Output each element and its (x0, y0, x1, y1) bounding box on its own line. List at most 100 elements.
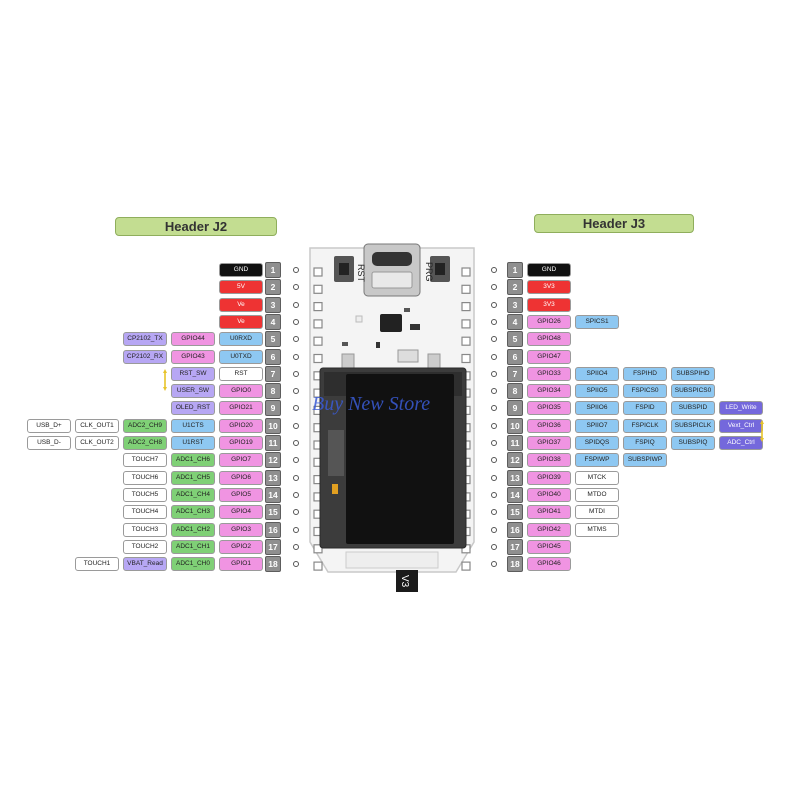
pcb-pin-hole (313, 301, 323, 312)
j3-pin-16-label: MTMS (575, 522, 619, 537)
j3-pin-dot (491, 353, 497, 360)
j3-pin-number: 1 (507, 262, 523, 278)
j2-pin-number: 12 (265, 452, 281, 469)
j2-pin-13-label: GPIO6 (219, 470, 263, 485)
j3-pin-11-label: ADC_Ctrl (719, 436, 763, 450)
j3-pin-16-label: GPIO42 (527, 522, 571, 537)
j2-pin-number: 5 (265, 331, 281, 348)
j2-pin-13-label: ADC1_CH5 (171, 470, 215, 485)
j2-pin-10-label: CLK_OUT1 (75, 418, 119, 433)
j2-pin-4-label: Ve (219, 314, 263, 329)
j3-pin-dot (491, 318, 497, 325)
j3-pin-dot (491, 284, 497, 291)
pcb-pin-hole (313, 336, 323, 346)
j3-pin-7-label: SPIIO4 (575, 366, 619, 381)
j3-pin-dot (491, 509, 497, 516)
j3-pin-8-label: GPIO34 (527, 384, 571, 399)
j3-pin-dot (491, 405, 497, 412)
heltec-board: RST PRG V3 (306, 242, 478, 592)
j2-pin-14-label: ADC1_CH4 (171, 487, 215, 502)
j2-pin-11-label: GPIO19 (219, 436, 263, 450)
j2-pin-dot (293, 440, 299, 446)
j3-pin-3-label: 3V3 (527, 297, 571, 312)
j2-pin-6-label: CP2102_RX (123, 349, 167, 364)
j2-pin-15-label: TOUCH4 (123, 505, 167, 520)
j3-pin-dot (491, 267, 497, 273)
pcb-pin-hole (313, 561, 323, 571)
j3-pin-1-label: GND (527, 263, 571, 277)
header-j3-title: Header J3 (534, 214, 694, 233)
j3-pin-9-label: FSPID (623, 401, 667, 416)
pcb-pin-hole (461, 284, 471, 294)
version-tag (396, 570, 418, 592)
j3-pin-dot (491, 457, 497, 464)
rst-label: RST (356, 264, 366, 283)
j3-pin-dot (491, 526, 497, 533)
j2-pin-6-label: U0TXD (219, 349, 263, 364)
j2-pin-dot (293, 474, 299, 481)
j3-pin-9-label: GPIO35 (527, 401, 571, 416)
j3-pin-number: 14 (507, 486, 523, 503)
j3-pin-13-label: MTCK (575, 470, 619, 485)
header-j2-title: Header J2 (115, 217, 277, 236)
j2-pin-number: 18 (265, 556, 281, 573)
prg-label: PRG (424, 262, 434, 282)
vext-ctrl-arrow-icon (760, 420, 764, 442)
pcb-pin-hole (313, 544, 323, 554)
j2-pin-13-label: TOUCH6 (123, 470, 167, 485)
j2-pin-dot (293, 301, 299, 308)
j2-pin-16-label: GPIO3 (219, 522, 263, 537)
j3-pin-11-label: FSPIQ (623, 436, 667, 450)
j3-pin-number: 2 (507, 279, 523, 296)
j3-pin-8-label: SUBSPICS0 (671, 384, 715, 399)
j2-pin-number: 8 (265, 383, 281, 400)
j3-pin-dot (491, 301, 497, 308)
usb-c-shell (371, 271, 413, 289)
j2-pin-5-label: GPIO44 (171, 332, 215, 347)
j3-pin-15-label: GPIO41 (527, 505, 571, 520)
j3-pin-4-label: SPICS1 (575, 314, 619, 329)
j3-pin-10-label: GPIO36 (527, 418, 571, 433)
j2-pin-16-label: ADC1_CH2 (171, 522, 215, 537)
j3-pin-11-label: GPIO37 (527, 436, 571, 450)
j3-pin-number: 7 (507, 365, 523, 382)
j3-pin-6-label: GPIO47 (527, 349, 571, 364)
j2-pin-10-label: U1CTS (171, 418, 215, 433)
pcb-pin-hole (461, 301, 471, 312)
j3-pin-10-label: FSPICLK (623, 418, 667, 433)
usb-c-port (372, 252, 412, 266)
j2-pin-dot (293, 509, 299, 516)
j2-pin-number: 2 (265, 279, 281, 296)
j2-pin-1-label: GND (219, 263, 263, 277)
j3-pin-dot (491, 336, 497, 343)
j2-pin-10-label: USB_D+ (27, 418, 71, 433)
j3-pin-7-label: GPIO33 (527, 366, 571, 381)
j3-pin-8-label: SPIIO5 (575, 384, 619, 399)
j2-pin-5-label: CP2102_TX (123, 332, 167, 347)
j2-pin-dot (293, 457, 299, 464)
j2-pin-dot (293, 561, 299, 568)
j3-pin-number: 9 (507, 400, 523, 417)
j2-pin-8-label: USER_SW (171, 384, 215, 399)
j3-pin-10-label: SUBSPICLK (671, 418, 715, 433)
j2-pin-17-label: ADC1_CH1 (171, 539, 215, 554)
j2-pin-number: 15 (265, 504, 281, 521)
j2-pin-dot (293, 388, 299, 395)
j2-pin-7-label: RST_SW (171, 366, 215, 381)
j3-pin-number: 12 (507, 452, 523, 469)
chip (380, 314, 402, 332)
pcb-pin-hole (313, 319, 323, 329)
j3-pin-dot (491, 388, 497, 395)
j2-pin-dot (293, 491, 299, 498)
j2-pin-17-label: GPIO2 (219, 539, 263, 554)
j3-pin-number: 13 (507, 469, 523, 486)
j3-pin-8-label: FSPICS0 (623, 384, 667, 399)
j2-pin-number: 10 (265, 417, 281, 434)
j3-pin-7-label: FSPIHD (623, 366, 667, 381)
j2-pin-18-label: TOUCH1 (75, 557, 119, 572)
led (355, 315, 363, 323)
pcb-pin-hole (461, 319, 471, 329)
j3-pin-7-label: SUBSPIHD (671, 366, 715, 381)
watermark: Buy New Store (312, 393, 431, 415)
rst-sw-arrow-icon (163, 369, 167, 391)
